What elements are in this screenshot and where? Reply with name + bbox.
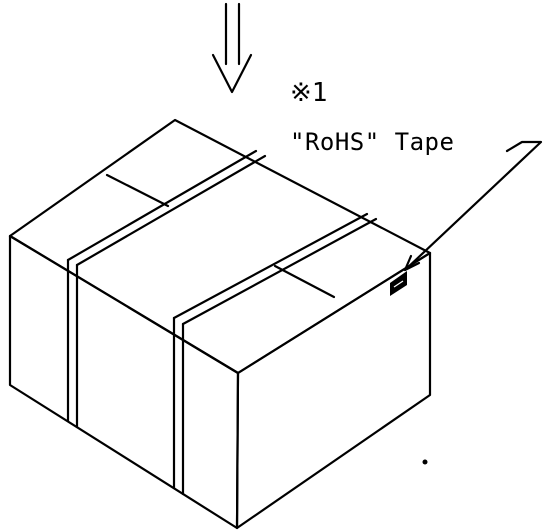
flap-seams (105, 173, 336, 299)
box-outline (8, 118, 432, 530)
rohs-tape-marker-icon (390, 271, 407, 296)
rohs-tape-label: "RoHS" Tape (290, 128, 454, 156)
down-arrow-icon (211, 2, 253, 94)
tape-straps (66, 149, 378, 496)
note-ref-label: ※1 (290, 78, 327, 108)
stray-dot (422, 459, 428, 465)
leader-line (403, 140, 543, 272)
